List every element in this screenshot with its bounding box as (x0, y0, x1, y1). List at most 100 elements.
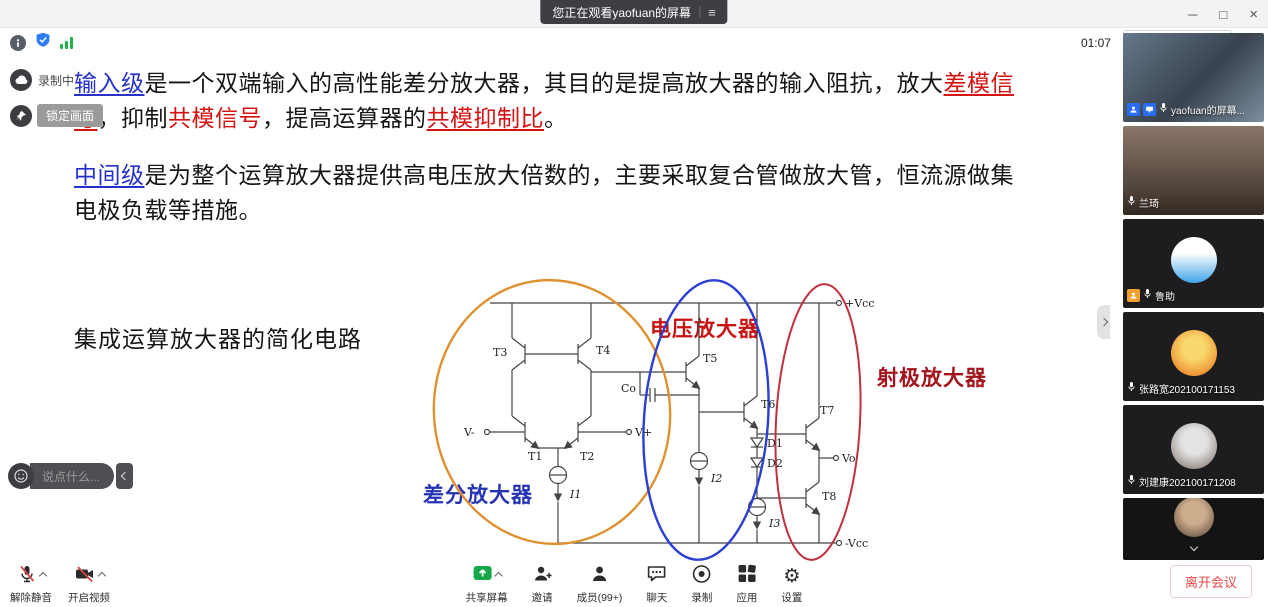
circuit-label-co: Co (621, 382, 636, 395)
unmute-button[interactable]: 解除静音 (10, 564, 52, 605)
members-button[interactable]: 成员(99+) (576, 564, 623, 605)
close-button[interactable]: × (1249, 5, 1258, 23)
circuit-label-t8: T8 (822, 490, 836, 503)
p1-text-4: 。 (544, 106, 568, 131)
opamp-circuit-diagram: +Vcc -Vcc T3 T4 T1 T2 V- V+ I1 T5 Co I2 … (432, 278, 874, 561)
toolbar-center-group: 共享屏幕 邀请 成员(99+) 聊天 (466, 564, 802, 605)
circuit-label-vo: Vo (841, 452, 856, 465)
start-video-label: 开启视频 (68, 592, 110, 604)
circuit-label-t5: T5 (703, 352, 717, 365)
unmute-label: 解除静音 (10, 592, 52, 604)
circuit-label-vcc-pos: +Vcc (845, 297, 874, 310)
scroll-down-chevron[interactable] (1181, 540, 1207, 554)
participant-namebar: yaofuan的屏幕... (1127, 100, 1245, 118)
term-middle-stage: 中间级 (74, 163, 145, 188)
banner-menu-icon[interactable]: ≡ (708, 4, 716, 20)
video-options-chevron[interactable] (97, 571, 106, 581)
cohost-badge-icon (1127, 288, 1140, 302)
circuit-label-t6: T6 (761, 398, 775, 411)
shared-screen-content: 输入级是一个双端输入的高性能差分放大器，其目的是提高放大器的输入阻抗，放大差模信… (0, 57, 1268, 562)
circuit-label-d1: D1 (767, 437, 783, 450)
leave-meeting-button[interactable]: 离开会议 (1169, 565, 1252, 598)
invite-icon (532, 564, 552, 588)
meeting-timer: 01:07 (1080, 35, 1111, 50)
participant-tile[interactable]: 兰琦 (1123, 126, 1264, 215)
share-screen-button[interactable]: 共享屏幕 (466, 564, 508, 605)
sidebar-collapse-handle[interactable] (1097, 305, 1110, 339)
window-controls: ─ □ × (1188, 0, 1258, 28)
participant-tile[interactable]: 鲁助 (1123, 219, 1264, 308)
start-video-button[interactable]: 开启视频 (68, 564, 110, 605)
circuit-label-t4: T4 (596, 344, 610, 357)
record-button[interactable]: 录制 (691, 564, 712, 605)
p1-text-1: 是一个双端输入的高性能差分放大器，其目的是提高放大器的输入阻抗，放大 (144, 71, 944, 96)
participant-namebar: 鲁助 (1127, 286, 1175, 304)
share-options-chevron[interactable] (493, 571, 503, 581)
participant-name: yaofuan的屏幕... (1171, 105, 1245, 117)
diff-amp-label: 差分放大器 (423, 484, 533, 507)
chat-input[interactable]: 说点什么... (30, 463, 115, 489)
apps-grid-icon (737, 564, 756, 588)
avatar (1170, 422, 1217, 469)
network-signal-icon[interactable] (60, 36, 73, 49)
camera-off-icon (74, 564, 96, 589)
topbar-status-icons (10, 32, 73, 53)
mic-options-chevron[interactable] (38, 571, 47, 581)
cloud-record-icon[interactable] (10, 69, 32, 91)
screen-share-banner: 您正在观看yaofuan的屏幕 ≡ (540, 0, 728, 24)
maximize-button[interactable]: □ (1219, 6, 1228, 22)
pill-divider (699, 6, 701, 18)
p1-text-3: ，提高运算器的 (262, 106, 427, 131)
mic-icon (1127, 472, 1136, 490)
share-screen-label: 共享屏幕 (465, 592, 508, 604)
chat-icon (647, 564, 667, 588)
recording-label: 录制中 (38, 73, 75, 88)
participant-tile-screen[interactable]: yaofuan的屏幕... (1123, 33, 1264, 122)
participant-tile-partial[interactable] (1123, 498, 1264, 560)
participant-name: 张路宽202100171153 (1139, 384, 1235, 396)
circuit-label-t2: T2 (580, 450, 594, 463)
participant-tile[interactable]: 张路宽202100171153 (1123, 312, 1264, 401)
lock-screen-control[interactable]: 锁定画面 (10, 104, 104, 127)
term-cmrr: 共模抑制比 (426, 106, 544, 131)
circuit-label-vcc-neg: -Vcc (845, 537, 868, 550)
mic-icon (1143, 286, 1152, 304)
lock-screen-label: 锁定画面 (37, 104, 104, 127)
participant-namebar: 刘建康202100171208 (1127, 472, 1236, 490)
pin-icon[interactable] (10, 104, 32, 127)
info-icon[interactable] (10, 34, 26, 51)
mic-icon (1159, 100, 1168, 118)
avatar (1170, 236, 1217, 283)
emoji-icon[interactable] (8, 463, 34, 489)
chat-quick-bar: 说点什么... (8, 463, 134, 489)
participant-sidebar: yaofuan的屏幕... 兰琦 鲁助 张路宽202100171153 (1123, 33, 1264, 560)
participant-namebar: 兰琦 (1127, 193, 1159, 211)
apps-button[interactable]: 应用 (736, 564, 757, 605)
circuit-label-v-minus: V- (463, 426, 475, 439)
mic-muted-icon (17, 564, 37, 589)
minimize-button[interactable]: ─ (1188, 6, 1198, 22)
meeting-topbar: 01:07 演讲者视图 (0, 28, 1268, 57)
chat-label: 聊天 (646, 592, 668, 604)
participant-name: 刘建康202100171208 (1139, 477, 1236, 489)
recording-status: 录制中 (10, 69, 74, 91)
mic-icon (1127, 193, 1136, 211)
settings-button[interactable]: ⚙ 设置 (781, 564, 802, 605)
members-label: 成员(99+) (576, 592, 623, 604)
chat-collapse-button[interactable] (116, 463, 134, 489)
members-icon (590, 564, 610, 588)
shield-icon[interactable] (35, 32, 51, 53)
chat-button[interactable]: 聊天 (646, 564, 667, 605)
circuit-label-i2: I2 (710, 472, 722, 485)
circuit-label-i3: I3 (768, 517, 780, 530)
participant-namebar: 张路宽202100171153 (1127, 379, 1235, 397)
participant-tile[interactable]: 刘建康202100171208 (1123, 405, 1264, 494)
apps-label: 应用 (736, 592, 758, 604)
invite-button[interactable]: 邀请 (532, 564, 553, 605)
avatar (1170, 329, 1217, 376)
title-bar: 您正在观看yaofuan的屏幕 ≡ ─ □ × (0, 0, 1268, 28)
meeting-bottom-toolbar: 解除静音 开启视频 共享屏幕 (0, 562, 1268, 607)
voltage-amp-label: 电压放大器 (650, 318, 760, 341)
screen-share-title: 您正在观看yaofuan的屏幕 (552, 5, 692, 20)
orange-annotation-circle (432, 278, 672, 546)
